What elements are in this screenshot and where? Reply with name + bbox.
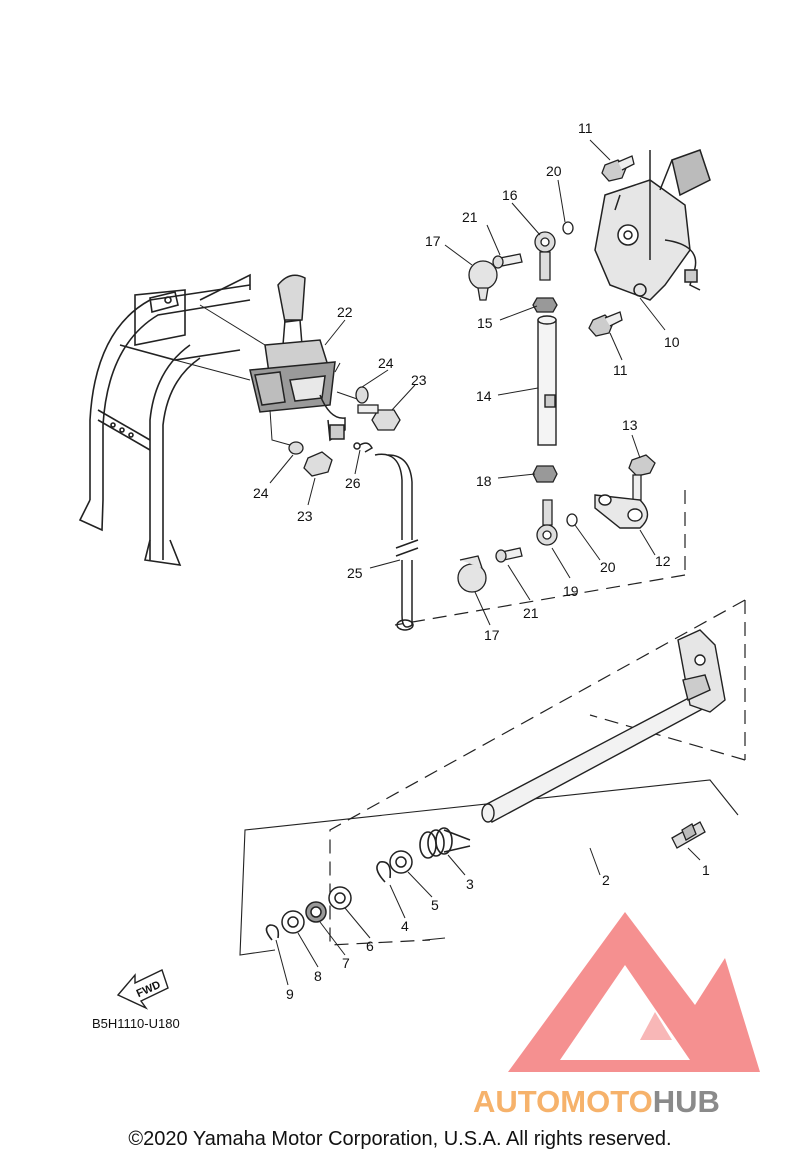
- lever-12: [594, 494, 649, 529]
- part-label: 16: [502, 187, 518, 203]
- dashed-assembly-outline: [329, 490, 746, 946]
- part-label: 11: [578, 120, 593, 136]
- bolt-1: [671, 821, 706, 849]
- shift-lever-assembly: [249, 274, 346, 442]
- part-label: 1: [702, 862, 710, 878]
- part-label: 3: [466, 876, 474, 892]
- part-label: 15: [477, 315, 493, 331]
- nut-18: [532, 465, 558, 483]
- part-label: 13: [622, 417, 638, 433]
- part-label: 20: [600, 559, 616, 575]
- part-label: 10: [664, 334, 680, 350]
- part-labels: 11 20 16 21 17 22 15 10 11 24 23 14 13 2…: [253, 120, 710, 1002]
- cap-17-lower: [457, 555, 487, 593]
- part-label: 21: [523, 605, 539, 621]
- shift-cable: [353, 442, 419, 631]
- part-label: 20: [546, 163, 562, 179]
- circlip-4: [376, 861, 392, 883]
- part-label: 23: [297, 508, 313, 524]
- part-label: 8: [314, 968, 322, 984]
- bolt-23-lower: [288, 441, 333, 477]
- washer-6: [328, 886, 352, 910]
- part-label: 7: [342, 955, 350, 971]
- part-label: 19: [563, 583, 579, 599]
- shift-shaft-2: [481, 629, 726, 823]
- watermark-text: AUTOMOTOHUB: [473, 1084, 720, 1119]
- part-label: 12: [655, 553, 671, 569]
- part-label: 6: [366, 938, 374, 954]
- nut-15: [532, 297, 558, 313]
- watermark-text-part2: HUB: [653, 1084, 720, 1119]
- part-label: 25: [347, 565, 363, 581]
- part-label: 17: [484, 627, 500, 643]
- part-label: 14: [476, 388, 492, 404]
- part-label: 5: [431, 897, 439, 913]
- part-label: 18: [476, 473, 492, 489]
- part-label: 9: [286, 986, 294, 1002]
- watermark-text-part1: AUTOMOTO: [473, 1084, 653, 1119]
- diagram-reference-code: B5H1110-U180: [92, 1016, 180, 1031]
- watermark-logo: [508, 912, 760, 1072]
- part-label: 24: [253, 485, 269, 501]
- bushing-7: [305, 901, 327, 923]
- part-label: 2: [602, 872, 610, 888]
- part-label: 4: [401, 918, 409, 934]
- handlebar-frame: [78, 273, 251, 566]
- part-leader-lines: [269, 139, 701, 986]
- copyright-notice: ©2020 Yamaha Motor Corporation, U.S.A. A…: [128, 1128, 672, 1150]
- spring-3: [419, 827, 471, 859]
- rod-end-lower: [495, 499, 578, 563]
- part-label: 26: [345, 475, 361, 491]
- bolt-11-lower: [588, 311, 623, 337]
- part-label: 22: [337, 304, 353, 320]
- part-label: 24: [378, 355, 394, 371]
- solid-assembly-outline: [239, 779, 739, 956]
- part-label: 21: [462, 209, 478, 225]
- cap-17-upper: [468, 260, 498, 301]
- bolt-13: [628, 454, 656, 501]
- part-label: 11: [613, 362, 628, 378]
- shift-sensor-bracket: [594, 149, 711, 301]
- rod-14: [537, 315, 557, 446]
- watermark-triangle: [508, 912, 760, 1072]
- fwd-arrow-icon: FWD: [116, 969, 169, 1010]
- washer-8: [281, 910, 305, 934]
- rod-end-upper: [492, 221, 574, 281]
- bolt-11-upper: [601, 155, 635, 182]
- washer-5: [389, 850, 413, 874]
- part-label: 17: [425, 233, 441, 249]
- part-label: 23: [411, 372, 427, 388]
- bolt-23-upper: [355, 386, 401, 431]
- circlip-9: [265, 924, 280, 941]
